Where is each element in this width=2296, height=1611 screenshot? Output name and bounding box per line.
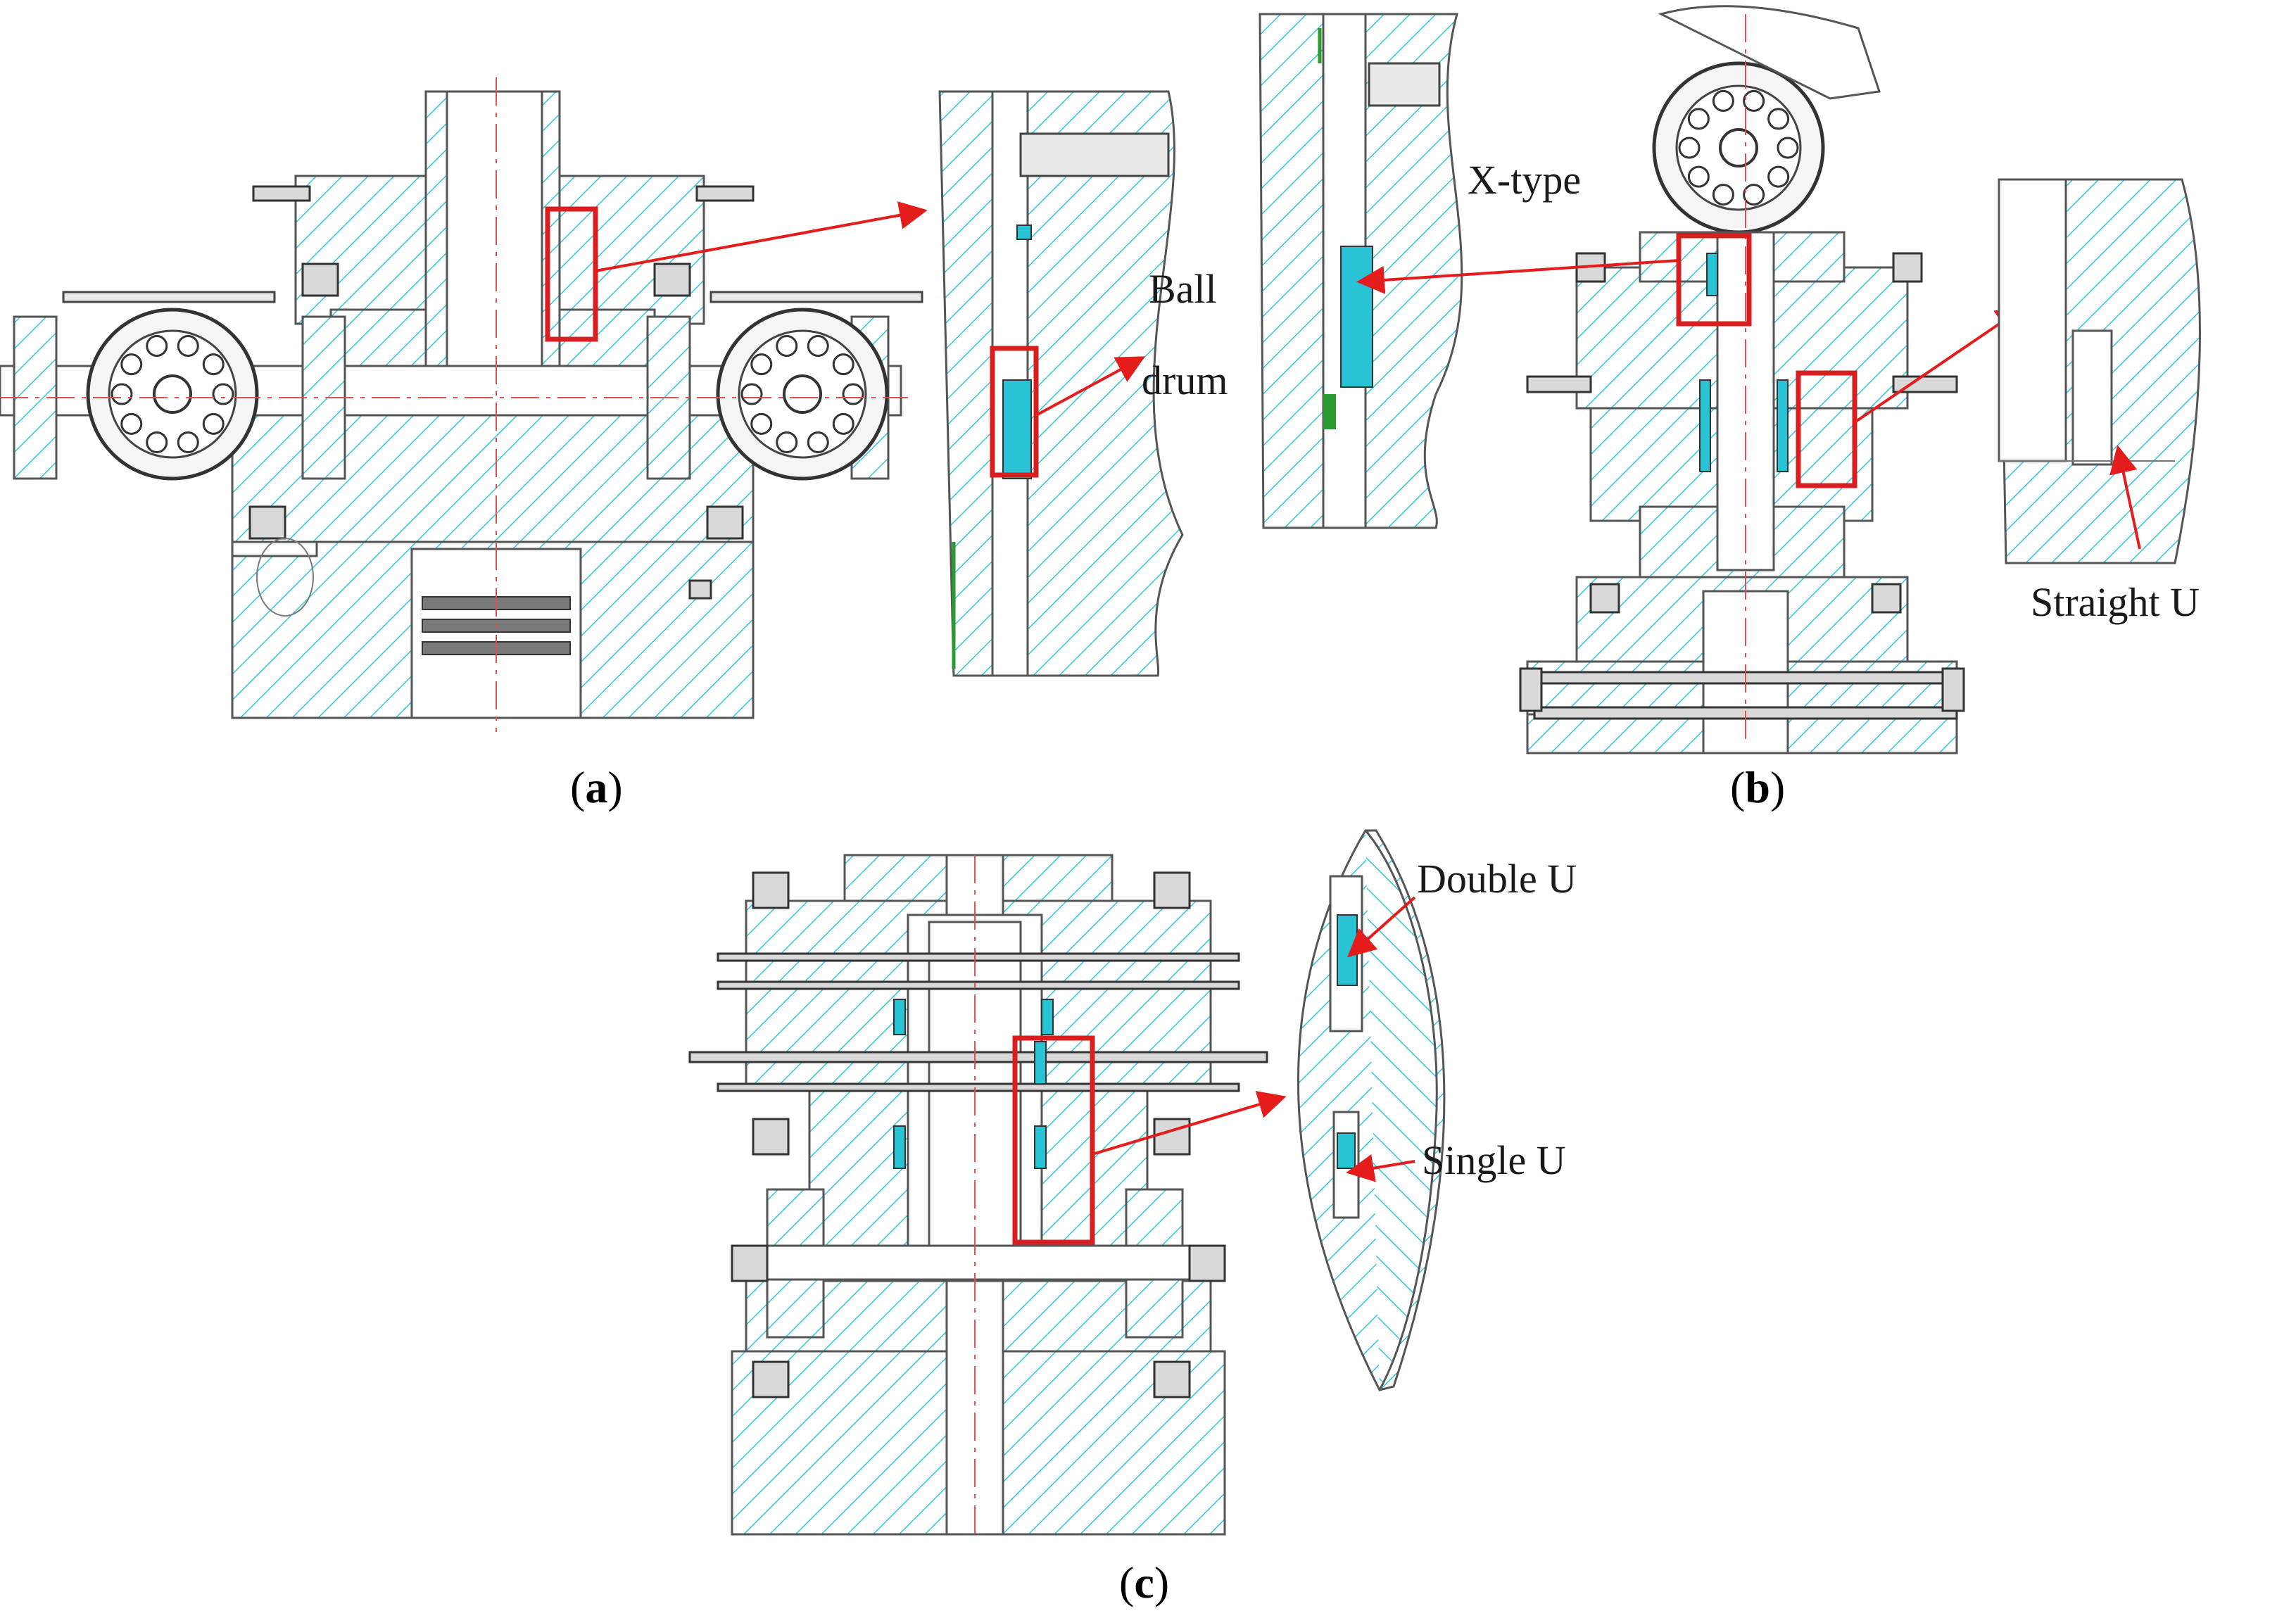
valve-bolt-hole: [177, 431, 199, 453]
valve-bolt-hole: [832, 353, 854, 376]
panel-b-straight-u-arrow: [1853, 306, 2025, 424]
panel-a: Ball drum (a): [0, 77, 1228, 812]
panel-a-zoom-detail: [938, 90, 1184, 677]
valve-bolt-hole: [1777, 137, 1799, 159]
panel-a-assembly: [0, 77, 923, 732]
callout-double-u: Double U: [1417, 856, 1577, 902]
valve-bolt-hole: [111, 383, 133, 405]
valve-bolt-hole: [212, 383, 234, 405]
valve-bolt-hole: [842, 383, 864, 405]
panel-c-zoom-arrow: [1092, 1090, 1287, 1156]
valve-bolt-hole: [1743, 184, 1765, 206]
panel-a-zoom-arrow: [595, 201, 928, 272]
valve-bolt-hole: [146, 335, 168, 358]
valve-bolt-hole: [1743, 89, 1765, 112]
callout-single-u: Single U: [1422, 1137, 1566, 1183]
callout-x-type: X-type: [1468, 157, 1581, 203]
panel-a-highlight-box: [545, 206, 598, 342]
valve-bolt-hole: [1687, 165, 1710, 188]
valve-bolt-hole: [776, 431, 798, 453]
valve-bolt-hole: [120, 412, 143, 435]
valve-bolt-hole: [1767, 108, 1790, 130]
panel-b-straight-u-zoom: [1998, 178, 2201, 564]
panel-c-highlight-box: [1012, 1035, 1095, 1245]
valve-bolt-hole: [1678, 137, 1701, 159]
panel-b-highlight-box-upper: [1676, 233, 1752, 327]
callout-ball-line2: drum: [1142, 358, 1228, 403]
panel-a-zoom-box: [990, 346, 1039, 478]
panel-b-highlight-box-lower: [1796, 370, 1857, 488]
valve-bolt-hole: [832, 412, 854, 435]
valve-bolt-hole: [146, 431, 168, 453]
valve-bolt-hole: [202, 353, 225, 376]
panel-c-label: (c): [1119, 1558, 1169, 1607]
panel-b-label: (b): [1730, 762, 1785, 812]
panel-a-label: (a): [570, 762, 623, 812]
valve-bolt-hole: [1687, 108, 1710, 130]
panel-c: Double U Single U (c): [688, 829, 1577, 1607]
valve-bolt-hole: [1712, 184, 1734, 206]
valve-bolt-hole: [740, 383, 763, 405]
valve-bolt-hole: [776, 335, 798, 358]
callout-straight-u: Straight U: [2031, 579, 2200, 625]
panel-b: X-type: [1259, 5, 2201, 812]
valve-bolt-hole: [1712, 89, 1734, 112]
valve-bolt-hole: [177, 335, 199, 358]
panel-c-assembly: [688, 854, 1268, 1536]
valve-bolt-hole: [750, 412, 773, 435]
panel-c-zoom-detail: [1297, 829, 1446, 1391]
valve-bolt-hole: [807, 431, 829, 453]
panel-b-xtype-zoom: [1259, 13, 1463, 529]
panel-b-xtype-arrow: [1356, 259, 1679, 294]
panel-b-assembly: [1519, 5, 1965, 754]
valve-bolt-hole: [1767, 165, 1790, 188]
valve-bolt-hole: [202, 412, 225, 435]
valve-bolt-hole: [120, 353, 143, 376]
callout-ball-line1: Ball: [1149, 266, 1217, 312]
valve-bolt-hole: [807, 335, 829, 358]
valve-bolt-hole: [750, 353, 773, 376]
